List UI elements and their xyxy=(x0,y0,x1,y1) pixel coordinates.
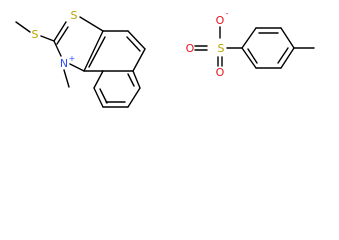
bond-n-ch3 xyxy=(63,69,70,88)
bond-c6x-c5a-dbl xyxy=(127,73,135,87)
naphthothiazolium-cation: S S N + xyxy=(15,9,146,108)
oxygen-left-label: O xyxy=(186,42,195,55)
bond-c3a-c7a-dbl xyxy=(88,36,106,68)
oxygen-negative-charge: - xyxy=(226,9,229,18)
methylthio-sulfur-label: S xyxy=(32,28,39,41)
bond-c7-c6 xyxy=(127,30,146,50)
bond-n-c3a xyxy=(69,63,85,72)
bond-ring-1 xyxy=(241,27,257,49)
bond-s-c2 xyxy=(40,35,55,42)
bond-c6-c5a xyxy=(132,48,146,72)
oxygen-upper-label: O xyxy=(216,14,225,27)
nitrogen-positive-charge: + xyxy=(69,54,76,63)
thiazole-sulfur-label: S xyxy=(71,9,78,22)
bond-ring-4 xyxy=(280,47,295,69)
chemical-structure: S S N + S O - O O xyxy=(15,9,315,108)
bond-c2-s1-double-b xyxy=(56,26,69,45)
bond-ring-dbl-3 xyxy=(247,48,258,64)
sulfonate-sulfur-label: S xyxy=(218,42,225,55)
bond-c9-c8 xyxy=(93,87,104,108)
bond-ch3-s xyxy=(15,21,31,33)
bond-c9-c8-dbl xyxy=(99,88,108,104)
bond-ring-dbl-2 xyxy=(277,47,289,64)
bond-c3a-c7a xyxy=(83,30,104,72)
bond-c9b-c9 xyxy=(93,70,104,89)
bond-c7-c6-dbl xyxy=(126,36,141,52)
ring-nitrogen-label: N xyxy=(60,57,68,70)
bond-c6x-c5a xyxy=(132,70,141,89)
bond-c7x-c6x xyxy=(127,87,141,108)
oxygen-lower-label: O xyxy=(216,66,225,79)
bond-c2-s1-double-a xyxy=(53,21,67,42)
bond-s1-c7a xyxy=(79,16,104,32)
bond-ring-3 xyxy=(280,27,295,49)
bond-ring-6 xyxy=(241,47,257,69)
tosylate-anion: S O - O O xyxy=(186,9,315,79)
bond-c2-n xyxy=(53,40,62,57)
